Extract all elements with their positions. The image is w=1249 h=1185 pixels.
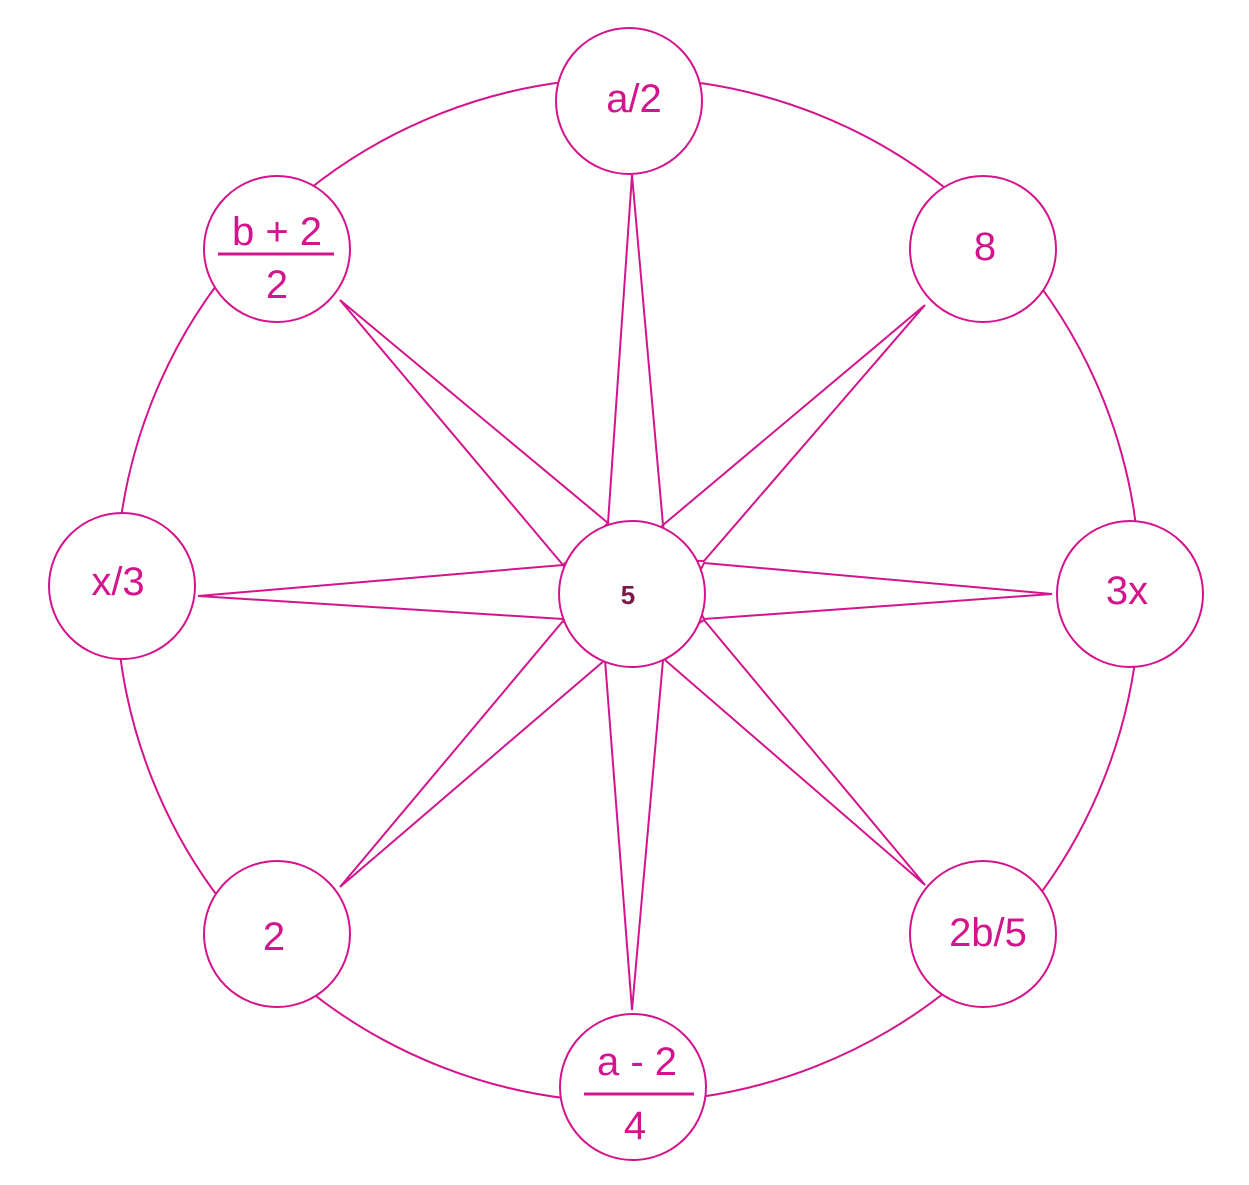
node-bottom-left-label: 2 bbox=[263, 915, 285, 959]
node-bottom: a - 2 4 bbox=[559, 1013, 707, 1161]
node-left: x/3 bbox=[48, 512, 196, 660]
node-top-left: b + 2 2 bbox=[203, 175, 351, 323]
node-top-left-numerator: b + 2 bbox=[232, 210, 322, 254]
node-bottom-denominator: 4 bbox=[624, 1104, 646, 1148]
node-bottom-left: 2 bbox=[203, 860, 351, 1008]
node-top-left-denominator: 2 bbox=[266, 263, 288, 307]
node-top-right: 8 bbox=[909, 175, 1057, 323]
ray-right bbox=[688, 561, 1053, 621]
star-rays bbox=[197, 174, 1053, 1011]
node-right-label: 3x bbox=[1106, 569, 1148, 613]
node-bottom-right-label: 2b/5 bbox=[949, 911, 1027, 955]
node-top: a/2 bbox=[555, 27, 703, 175]
node-top-right-label: 8 bbox=[974, 225, 996, 269]
node-right: 3x bbox=[1056, 520, 1204, 668]
ray-left bbox=[197, 563, 580, 621]
node-top-label: a/2 bbox=[606, 77, 662, 121]
node-bottom-numerator: a - 2 bbox=[597, 1040, 677, 1084]
ray-bottom-right bbox=[663, 618, 926, 886]
node-bottom-right: 2b/5 bbox=[909, 860, 1057, 1008]
ray-top bbox=[606, 174, 665, 562]
ray-top-right bbox=[661, 304, 926, 563]
ray-top-left bbox=[339, 299, 610, 567]
node-center-label: 5 bbox=[621, 580, 635, 610]
node-left-label: x/3 bbox=[91, 560, 144, 604]
ray-bottom-left bbox=[339, 619, 607, 888]
node-center: 5 bbox=[558, 520, 706, 668]
ray-bottom bbox=[603, 626, 665, 1011]
